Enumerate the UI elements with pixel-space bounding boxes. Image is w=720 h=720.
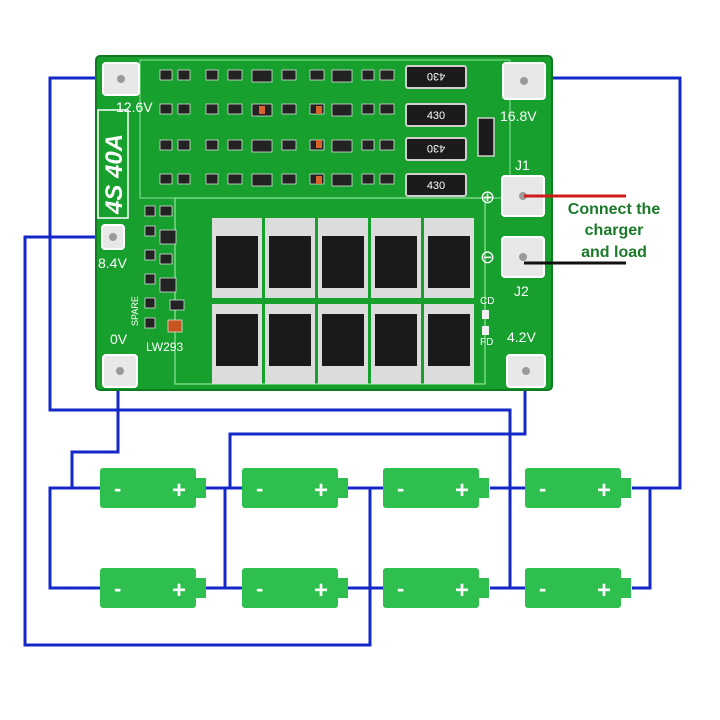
battery-plus-icon: +	[455, 577, 469, 604]
battery-minus-icon: -	[114, 476, 121, 501]
annotation-line-1: Connect the	[568, 201, 661, 218]
battery-cell: - +	[383, 568, 489, 608]
battery-cell: - +	[383, 468, 489, 508]
mosfet-row-top	[212, 218, 474, 298]
annotation-line-2: charger	[585, 222, 644, 239]
battery-plus-icon: +	[314, 477, 328, 504]
orange-resistors	[259, 106, 322, 184]
resistor-label: 430	[427, 180, 445, 192]
battery-cell: - +	[242, 468, 348, 508]
smd-components	[144, 69, 395, 333]
battery-plus-icon: +	[455, 477, 469, 504]
label-0v: 0V	[110, 331, 128, 347]
battery-minus-icon: -	[539, 476, 546, 501]
resistor-label: 430	[427, 142, 445, 154]
label-4-2v: 4.2V	[507, 329, 536, 345]
battery-plus-icon: +	[597, 477, 611, 504]
power-resistors: 430 430 430 430	[405, 65, 495, 197]
pad-12-6v	[102, 62, 140, 96]
battery-plus-icon: +	[172, 477, 186, 504]
spare-label: SPARE	[130, 296, 140, 326]
battery-cell: - +	[242, 568, 348, 608]
pad-0v	[102, 354, 138, 388]
battery-minus-icon: -	[256, 576, 263, 601]
battery-cell: - +	[100, 468, 206, 508]
pad-16-8v	[502, 62, 546, 100]
battery-pack: - + - + - + - + - +	[100, 468, 631, 608]
led-fd	[482, 326, 489, 335]
battery-cell: - +	[100, 568, 206, 608]
pad-j2	[501, 236, 545, 278]
label-12-6v: 12.6V	[116, 99, 153, 115]
battery-minus-icon: -	[256, 476, 263, 501]
bus-col1-left	[48, 486, 100, 590]
plus-symbol-icon: ⊕	[480, 187, 495, 207]
battery-plus-icon: +	[597, 577, 611, 604]
annotation-line-3: and load	[581, 244, 647, 261]
cd-label: CD	[480, 296, 494, 307]
battery-minus-icon: -	[114, 576, 121, 601]
minus-symbol-icon: ⊖	[480, 247, 495, 267]
label-16-8v: 16.8V	[500, 108, 537, 124]
label-j2: J2	[514, 283, 529, 299]
label-j1: J1	[515, 157, 530, 173]
resistor-label: 430	[427, 110, 445, 122]
wire-16-8v	[540, 76, 682, 490]
battery-minus-icon: -	[539, 576, 546, 601]
battery-plus-icon: +	[172, 577, 186, 604]
bus-col4-right	[632, 486, 652, 590]
blue-wiring	[23, 76, 682, 647]
battery-minus-icon: -	[397, 476, 404, 501]
led-cd	[482, 310, 489, 319]
battery-cell: - +	[525, 568, 631, 608]
bms-board: 4S 40A 12.6V	[95, 55, 553, 391]
pad-4-2v	[506, 354, 546, 388]
model-label: 4S 40A	[101, 134, 128, 215]
diode	[477, 117, 495, 157]
battery-minus-icon: -	[397, 576, 404, 601]
label-8-4v: 8.4V	[98, 255, 127, 271]
fd-label: FD	[480, 337, 493, 348]
battery-cell: - +	[525, 468, 631, 508]
chip-label: LW293	[146, 340, 183, 354]
battery-plus-icon: +	[314, 577, 328, 604]
pad-8-4v	[101, 224, 125, 250]
resistor-label: 430	[427, 70, 445, 82]
charger-load-leads	[524, 194, 626, 265]
mosfet-row-bottom	[212, 304, 474, 384]
